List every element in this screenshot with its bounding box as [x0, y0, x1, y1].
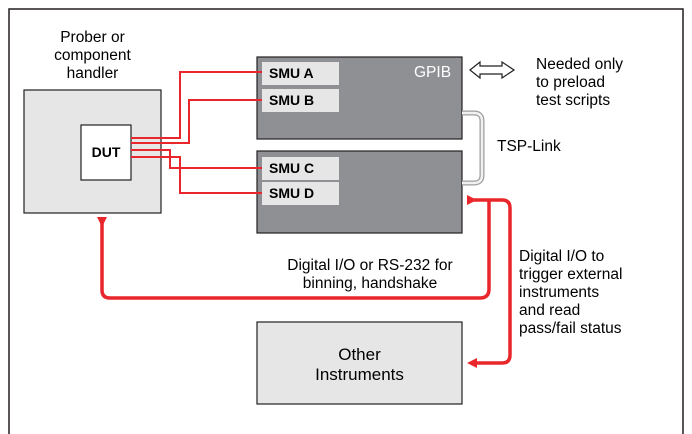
- tsp-link-label: TSP-Link: [497, 138, 561, 155]
- gpib-label: GPIB: [414, 64, 452, 81]
- gpib-note: Needed only to preload test scripts: [536, 56, 624, 109]
- trigger-arrow: [467, 195, 512, 368]
- smu-c-label: SMU C: [262, 157, 339, 180]
- outer-frame: [8, 8, 684, 434]
- dut-label: DUT: [91, 144, 121, 160]
- other-instruments-label: Other Instruments: [315, 345, 404, 384]
- dut-smu-wires: [131, 71, 262, 194]
- trigger-note: Digital I/O to trigger external instrume…: [519, 248, 623, 337]
- gpib-double-arrow: [469, 60, 516, 80]
- binning-note: Digital I/O or RS-232 for binning, hands…: [287, 257, 453, 292]
- binning-arrow: [97, 200, 491, 300]
- handler-label: Prober or component handler: [54, 29, 131, 82]
- other-instruments-box: [256, 321, 463, 405]
- tsp-link-cable: [462, 110, 485, 186]
- smu-d-label: SMU D: [262, 182, 339, 205]
- smu-a-label: SMU A: [262, 62, 339, 85]
- smu-b-label: SMU B: [262, 89, 339, 112]
- dut-box: [80, 124, 132, 181]
